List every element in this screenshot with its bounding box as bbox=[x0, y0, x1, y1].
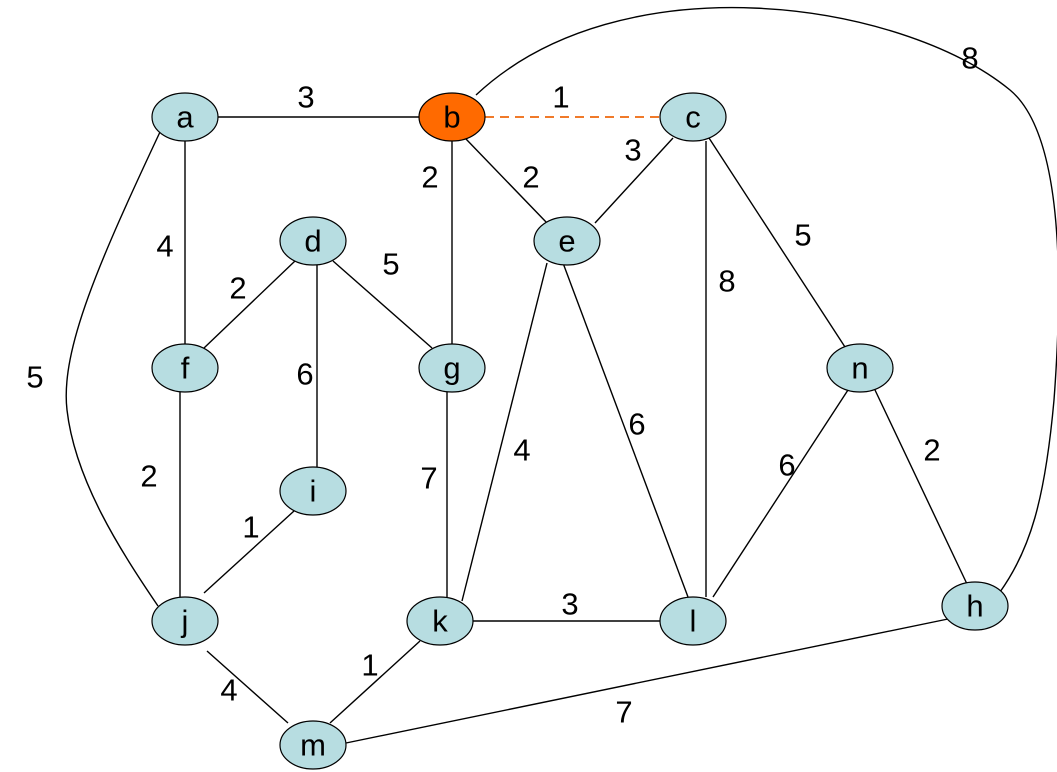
edge-weight-b-e: 2 bbox=[522, 160, 539, 195]
node-ellipse-f bbox=[151, 343, 219, 393]
node-ellipse-l bbox=[659, 596, 727, 646]
edge-weight-e-l: 6 bbox=[628, 407, 645, 442]
node-i: i bbox=[279, 466, 347, 516]
node-ellipse-h bbox=[941, 581, 1009, 631]
node-d: d bbox=[279, 216, 347, 266]
node-ellipse-k bbox=[406, 596, 474, 646]
edge-weight-b-c: 1 bbox=[552, 80, 569, 115]
node-ellipse-e bbox=[533, 216, 601, 266]
node-g: g bbox=[418, 343, 486, 393]
node-label-j: j bbox=[181, 604, 189, 639]
edge-d-g bbox=[332, 260, 433, 349]
node-e: e bbox=[533, 216, 601, 266]
edge-b-e bbox=[465, 138, 548, 224]
node-label-k: k bbox=[432, 604, 448, 639]
edge-k-m bbox=[329, 640, 421, 724]
edge-weight-g-k: 7 bbox=[420, 461, 437, 496]
edge-weight-n-h: 2 bbox=[923, 433, 940, 468]
edge-weight-c-l: 8 bbox=[718, 264, 735, 299]
edge-weight-b-h: 8 bbox=[961, 41, 978, 76]
node-ellipse-i bbox=[279, 466, 347, 516]
edge-c-n bbox=[708, 137, 846, 348]
node-label-c: c bbox=[685, 100, 701, 135]
node-label-l: l bbox=[690, 604, 697, 639]
edge-c-e bbox=[594, 137, 674, 224]
edge-weight-j-m: 4 bbox=[220, 673, 237, 708]
node-label-i: i bbox=[310, 474, 317, 509]
edges-layer bbox=[65, 7, 1057, 744]
edge-weight-k-l: 3 bbox=[561, 587, 578, 622]
edge-weight-k-m: 1 bbox=[361, 648, 378, 683]
node-n: n bbox=[826, 343, 894, 393]
node-label-d: d bbox=[304, 224, 321, 259]
node-c: c bbox=[659, 92, 727, 142]
node-b: b bbox=[418, 92, 486, 142]
node-ellipse-n bbox=[826, 343, 894, 393]
node-a: a bbox=[151, 92, 219, 142]
edge-weight-m-h: 7 bbox=[615, 695, 632, 730]
edge-weight-i-j: 1 bbox=[242, 510, 259, 545]
edge-weight-a-j: 5 bbox=[26, 360, 43, 395]
node-label-b: b bbox=[443, 100, 460, 135]
node-h: h bbox=[941, 581, 1009, 631]
edge-n-h bbox=[874, 389, 968, 585]
edge-i-j bbox=[203, 510, 295, 594]
node-ellipse-m bbox=[279, 720, 347, 770]
node-label-e: e bbox=[558, 224, 575, 259]
node-label-m: m bbox=[300, 728, 326, 763]
node-k: k bbox=[406, 596, 474, 646]
edge-weight-f-j: 2 bbox=[140, 459, 157, 494]
edge-j-m bbox=[206, 650, 289, 724]
node-ellipse-c bbox=[659, 92, 727, 142]
edge-n-l bbox=[712, 389, 849, 598]
edge-weight-b-g: 2 bbox=[421, 160, 438, 195]
edge-weight-d-g: 5 bbox=[382, 247, 399, 282]
edge-weight-c-e: 3 bbox=[624, 133, 641, 168]
edge-e-k bbox=[461, 262, 548, 602]
node-label-f: f bbox=[181, 351, 190, 386]
node-j: j bbox=[151, 596, 219, 646]
node-label-n: n bbox=[851, 351, 868, 386]
edge-e-l bbox=[562, 262, 689, 598]
node-ellipse-d bbox=[279, 216, 347, 266]
edge-a-j bbox=[65, 131, 161, 607]
node-ellipse-a bbox=[151, 92, 219, 142]
edge-weight-a-f: 4 bbox=[156, 229, 173, 264]
edge-weight-c-n: 5 bbox=[794, 218, 811, 253]
node-ellipse-b bbox=[418, 92, 486, 142]
edge-weight-a-b: 3 bbox=[297, 80, 314, 115]
edge-d-f bbox=[203, 260, 296, 349]
edge-m-h bbox=[345, 618, 949, 744]
node-ellipse-g bbox=[418, 343, 486, 393]
node-ellipse-j bbox=[151, 596, 219, 646]
node-label-h: h bbox=[966, 589, 983, 624]
edge-weight-d-f: 2 bbox=[229, 271, 246, 306]
edge-weight-d-i: 6 bbox=[296, 357, 313, 392]
node-label-a: a bbox=[176, 100, 194, 135]
edge-weight-n-l: 6 bbox=[778, 448, 795, 483]
node-label-g: g bbox=[443, 351, 460, 386]
edge-weights-layer: 3 1 8 4 5 2 2 3 5 8 2 5 6 4 6 6 2 2 7 1 3 4 1 7 bbox=[26, 41, 978, 730]
node-l: l bbox=[659, 596, 727, 646]
edge-b-h bbox=[475, 7, 1057, 593]
node-m: m bbox=[279, 720, 347, 770]
nodes-layer: a b c d e f g n i j k l h m bbox=[151, 92, 1009, 770]
node-f: f bbox=[151, 343, 219, 393]
edge-weight-e-k: 4 bbox=[513, 433, 530, 468]
